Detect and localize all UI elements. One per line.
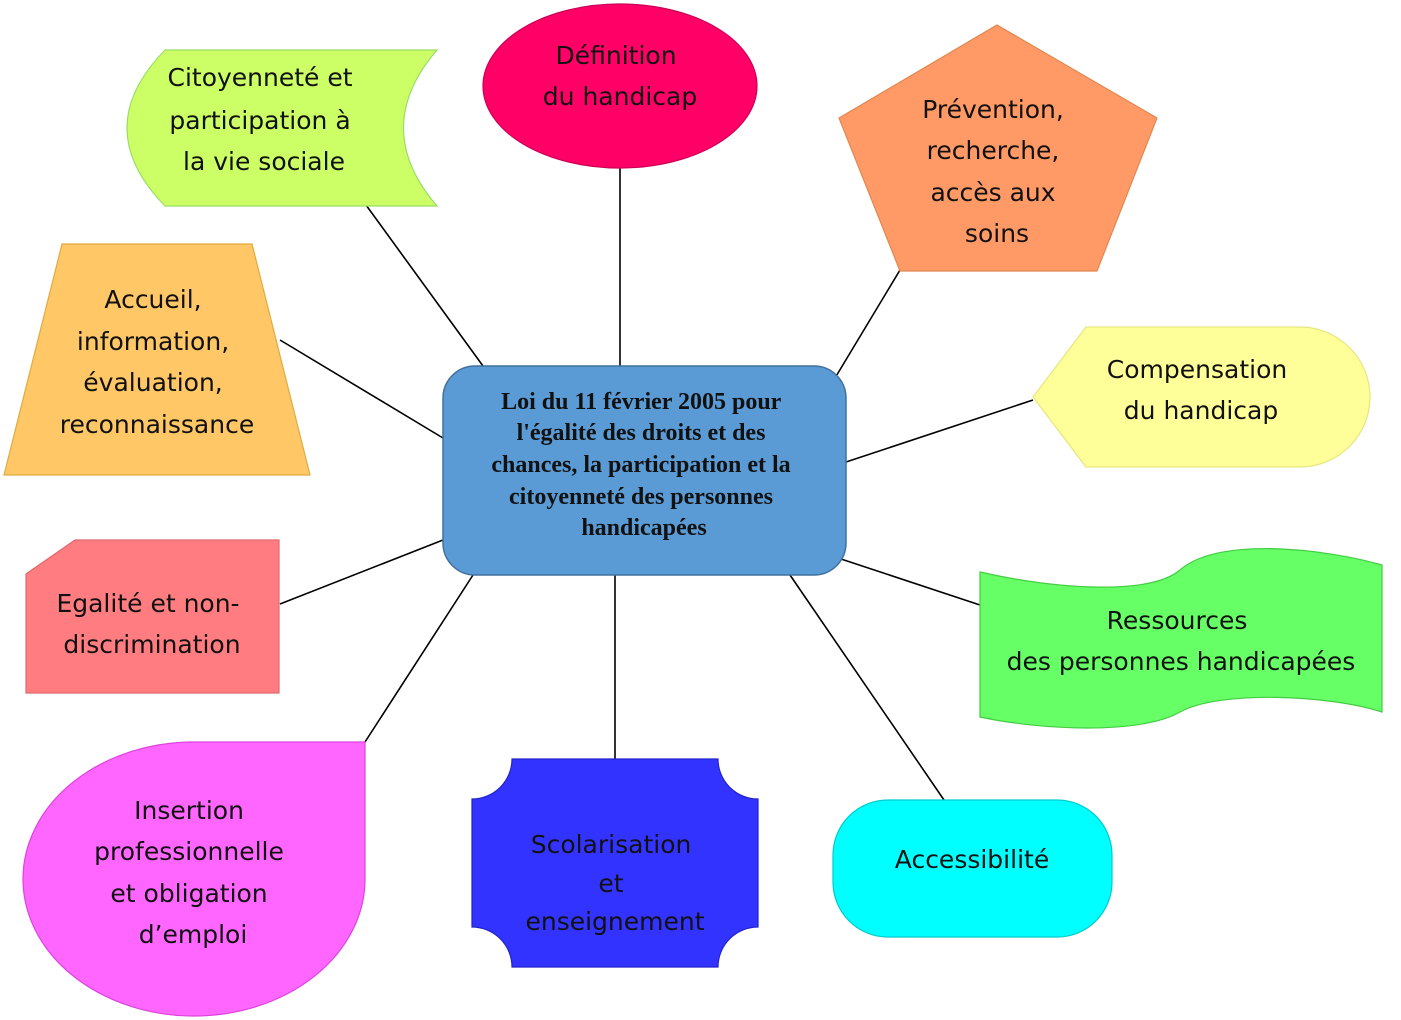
node-accueil-line: évaluation,	[83, 368, 222, 397]
connectors	[279, 168, 1034, 801]
node-accueil-shape	[3, 243, 311, 476]
node-accessibilite-shape	[832, 799, 1113, 938]
node-scolarisation-shape	[471, 758, 759, 968]
node-definition-line: du handicap	[543, 82, 697, 111]
node-accueil: Accueil, information, évaluation, reconn…	[3, 243, 311, 476]
connector-prevention	[834, 269, 901, 379]
connector-insertion	[364, 574, 474, 743]
node-prevention-label: Prévention, recherche, accès aux soins	[922, 95, 1072, 248]
node-scolarisation-line: enseignement	[525, 907, 704, 936]
node-compensation-shape	[1032, 326, 1371, 468]
node-egalite-shape	[25, 539, 280, 694]
node-insertion-line: professionnelle	[94, 837, 284, 866]
node-accessibilite: Accessibilité	[832, 799, 1113, 938]
node-citoyennete-label: Citoyenneté et participation à la vie so…	[167, 63, 360, 176]
node-accessibilite-label: Accessibilité	[895, 845, 1049, 874]
node-prevention-shape	[838, 24, 1158, 272]
connector-accueil	[279, 339, 444, 439]
node-definition-line: Définition	[555, 41, 676, 70]
node-compensation-label: Compensation du handicap	[1107, 355, 1295, 425]
connector-ressources	[837, 557, 981, 606]
node-ressources-shape	[979, 547, 1383, 729]
node-compensation: Compensation du handicap	[1032, 326, 1371, 468]
node-ressources-line: des personnes handicapées	[1007, 647, 1356, 676]
node-accueil-label: Accueil, information, évaluation, reconn…	[60, 285, 254, 439]
node-prevention-line: accès aux	[930, 178, 1055, 207]
node-definition: Définition du handicap	[482, 3, 758, 169]
connector-compensation	[845, 399, 1034, 463]
node-citoyennete-line: Citoyenneté et	[167, 63, 352, 92]
center-node-line: chances, la participation et la	[491, 452, 790, 478]
node-egalite: Egalité et non- discrimination	[25, 539, 280, 694]
node-accueil-line: Accueil,	[104, 285, 201, 314]
node-scolarisation-label: Scolarisation et enseignement	[525, 830, 704, 936]
connector-egalite	[279, 539, 444, 605]
node-definition-shape	[482, 3, 758, 169]
node-ressources-label: Ressources des personnes handicapées	[1007, 606, 1356, 676]
node-citoyennete: Citoyenneté et participation à la vie so…	[126, 49, 439, 207]
node-prevention-line: soins	[965, 219, 1029, 248]
node-scolarisation-line: Scolarisation	[531, 830, 692, 859]
connector-citoyennete	[365, 204, 484, 367]
center-node-line: handicapées	[581, 515, 706, 541]
node-accueil-line: reconnaissance	[60, 410, 254, 439]
node-compensation-line: du handicap	[1124, 396, 1278, 425]
node-scolarisation-line: et	[598, 869, 623, 898]
node-egalite-label: Egalité et non- discrimination	[56, 589, 247, 659]
node-egalite-line: discrimination	[63, 630, 240, 659]
center-node: Loi du 11 février 2005 pour l'égalité de…	[442, 365, 847, 576]
node-definition-label: Définition du handicap	[543, 41, 697, 111]
node-ressources-line: Ressources	[1107, 606, 1248, 635]
node-accessibilite-line: Accessibilité	[895, 845, 1049, 874]
center-node-shape	[442, 365, 847, 576]
connector-accessibilite	[789, 574, 945, 801]
node-insertion-label: Insertion professionnelle et obligation …	[94, 796, 292, 949]
node-accueil-line: information,	[77, 327, 229, 356]
center-node-label: Loi du 11 février 2005 pour l'égalité de…	[491, 389, 796, 541]
node-prevention-line: recherche,	[927, 136, 1060, 165]
node-insertion-line: d’emploi	[139, 920, 248, 949]
node-insertion-shape	[22, 741, 366, 1017]
node-citoyennete-line: participation à	[169, 106, 350, 135]
node-prevention: Prévention, recherche, accès aux soins	[838, 24, 1158, 272]
node-egalite-line: Egalité et non-	[56, 589, 239, 618]
node-scolarisation: Scolarisation et enseignement	[471, 758, 759, 968]
node-ressources: Ressources des personnes handicapées	[979, 547, 1383, 729]
node-insertion-line: Insertion	[134, 796, 244, 825]
center-node-line: citoyenneté des personnes	[509, 484, 773, 510]
center-node-line: Loi du 11 février 2005 pour	[501, 389, 782, 415]
node-compensation-line: Compensation	[1107, 355, 1287, 384]
node-insertion: Insertion professionnelle et obligation …	[22, 741, 366, 1017]
node-prevention-line: Prévention,	[922, 95, 1064, 124]
node-citoyennete-line: la vie sociale	[183, 147, 345, 176]
node-insertion-line: et obligation	[110, 879, 267, 908]
center-node-line: l'égalité des droits et des	[517, 420, 766, 446]
node-citoyennete-shape	[126, 49, 439, 207]
